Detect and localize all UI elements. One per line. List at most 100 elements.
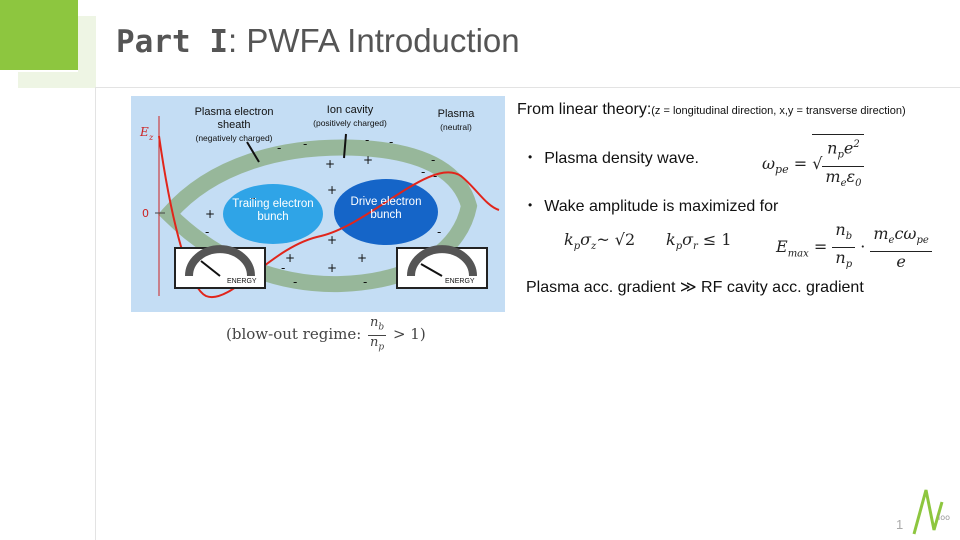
eq1-den-tail-sub: 0	[855, 177, 862, 189]
svg-text:+: +	[327, 261, 337, 275]
svg-text:-: -	[363, 275, 367, 289]
ion-cavity-label: Ion cavity (positively charged)	[305, 104, 395, 130]
svg-text:+: +	[285, 251, 295, 265]
svg-text:+: +	[357, 251, 367, 265]
condition-sigma-z: kpσz~ √2	[564, 230, 635, 252]
charge-signs: --- --- -++ +++ +++ --- ---	[205, 133, 441, 289]
linear-theory-lead: From linear theory:	[517, 101, 652, 118]
cond2-k-sub: p	[675, 241, 683, 253]
energy-label-left: ENERGY	[227, 278, 257, 285]
eq1-num-tail: e	[843, 138, 854, 158]
bullet-wake-amplitude-text: Wake amplitude is maximized for	[544, 198, 779, 215]
eq1-num: n	[827, 138, 838, 158]
eq1-den-tail: ε	[846, 166, 856, 186]
title-accent-block	[0, 0, 78, 70]
svg-text:-: -	[389, 135, 393, 149]
svg-text:+: +	[327, 183, 337, 197]
trailing-bunch	[223, 184, 323, 244]
cond2-k: k	[666, 230, 676, 249]
emax-f1-den-sub: p	[845, 259, 853, 271]
sheath-note: (negatively charged)	[195, 133, 273, 143]
svg-text:-: -	[431, 153, 435, 167]
svg-text:-: -	[421, 165, 425, 179]
emax-sub: max	[787, 248, 809, 260]
ion-cavity-note: (positively charged)	[313, 118, 387, 128]
emax-f2-num-tail: cω	[894, 223, 917, 243]
condition-sigma-r: kpσr ≤ 1	[666, 230, 732, 252]
bullet-density-wave-text: Plasma density wave.	[544, 150, 699, 167]
title-text: : PWFA Introduction	[227, 22, 520, 59]
drive-bunch-label: Drive electron bunch	[350, 196, 422, 221]
svg-text:+: +	[327, 233, 337, 247]
title-accent-shadow-bottom	[18, 72, 96, 88]
header-divider	[95, 87, 960, 88]
ez-label: E	[139, 125, 149, 139]
sheath-ring	[158, 139, 478, 293]
eq1-num-sup: 2	[853, 139, 860, 150]
emax-f2-den: e	[896, 251, 906, 271]
sheath-arrow	[246, 141, 260, 163]
emax-f2-num-sub: e	[888, 234, 895, 246]
eq1-den-sub: e	[840, 177, 847, 189]
svg-text:-: -	[251, 191, 255, 205]
cond2-sigma-sub: r	[693, 241, 698, 253]
emax-f1-num-sub: b	[845, 231, 853, 243]
trailing-bunch-label: Trailing electron bunch	[232, 198, 314, 223]
svg-text:-: -	[433, 169, 437, 183]
blowout-den: n	[370, 334, 379, 350]
gauge-arc-left	[185, 245, 255, 277]
svg-text:+: +	[325, 157, 335, 171]
svg-text:+: +	[363, 153, 373, 167]
svg-text:-: -	[365, 133, 369, 147]
ez-label-sub: z	[148, 133, 154, 142]
plasma-text: Plasma	[437, 108, 475, 120]
drive-bunch	[334, 179, 438, 245]
svg-text:loo: loo	[938, 513, 950, 522]
eq1-den: m	[825, 166, 841, 186]
gauge-needle-right	[420, 263, 443, 277]
page-number: 1	[896, 517, 904, 532]
gradient-comparison: Plasma acc. gradient ≫ RF cavity acc. gr…	[526, 279, 864, 296]
sheath-label: Plasma electron sheath (negatively charg…	[179, 106, 289, 145]
plasma-note: (neutral)	[440, 122, 472, 132]
sheath-label-text: Plasma electron sheath	[194, 106, 274, 131]
bullet-dot-icon: •	[528, 198, 533, 212]
equals-sign: =	[793, 153, 808, 173]
title-part: Part I	[116, 24, 228, 60]
svg-text:-: -	[437, 225, 441, 239]
zero-label: 0	[142, 207, 149, 220]
bullet-wake-amplitude: • Wake amplitude is maximized for	[528, 198, 778, 216]
svg-text:-: -	[281, 261, 285, 275]
linear-theory-heading: From linear theory:(z = longitudinal dir…	[517, 101, 906, 119]
emax-f2-num-tail-sub: pe	[916, 234, 929, 246]
svg-text:+: +	[205, 207, 215, 221]
plasma-label: Plasma (neutral)	[429, 108, 483, 134]
cond1-sigma-sub: z	[591, 241, 597, 253]
dot-operator: ·	[860, 237, 866, 257]
blowout-prefix: (blow-out regime:	[226, 325, 367, 344]
sqrt-radical: √	[812, 153, 823, 173]
blowout-den-sub: p	[378, 342, 385, 353]
linear-theory-note: (z = longitudinal direction, x,y = trans…	[651, 105, 906, 117]
cond1-k-sub: p	[573, 241, 581, 253]
slide-title: Part I: PWFA Introduction	[116, 22, 520, 60]
cond1-relation: ~ √2	[596, 230, 636, 249]
bullet-density-wave: •Plasma density wave.	[528, 150, 699, 168]
cond2-sigma: σ	[682, 230, 694, 249]
title-accent-shadow	[78, 16, 96, 86]
pwfa-diagram: --- --- -++ +++ +++ --- --- E z 0 Plasma…	[131, 96, 505, 312]
eq1-num-sub: p	[837, 149, 844, 161]
blowout-num: n	[370, 315, 379, 330]
corner-logo-icon: loo	[912, 489, 950, 535]
ion-arrow	[343, 133, 347, 159]
gauge-needle-left	[200, 260, 221, 277]
equals-sign: =	[813, 237, 828, 257]
omega-sub: pe	[775, 163, 789, 177]
